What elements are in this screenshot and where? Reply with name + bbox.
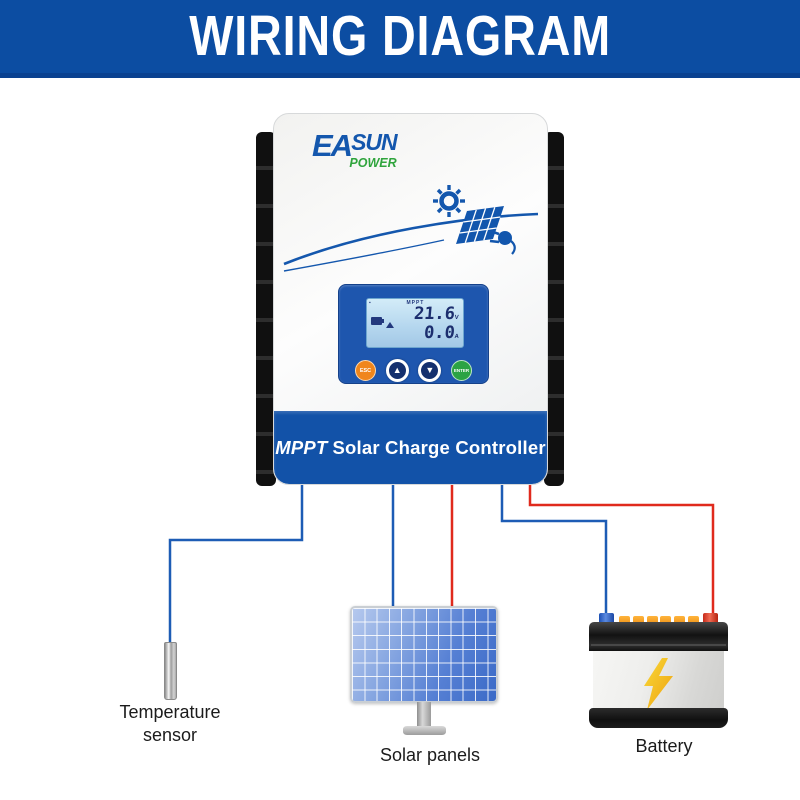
wire-temperature-sensor bbox=[168, 482, 304, 650]
battery-label: Battery bbox=[635, 736, 693, 756]
plug-icon bbox=[489, 229, 516, 255]
brand-logo-main: EA bbox=[312, 128, 353, 163]
banner: WIRING DIAGRAM bbox=[0, 0, 800, 78]
lcd-battery-icon bbox=[371, 317, 384, 325]
battery-cell-caps bbox=[619, 616, 699, 625]
product-name-rest: Solar Charge Controller bbox=[332, 436, 546, 458]
heatsink-right bbox=[544, 132, 564, 486]
solar-panels bbox=[350, 606, 498, 703]
lcd-pv-icon: ▪ bbox=[369, 300, 371, 306]
sun-icon bbox=[433, 185, 465, 217]
button-row: ESC ▲ ▼ ENTER bbox=[355, 359, 472, 382]
swoosh-curves bbox=[283, 212, 539, 272]
lcd-current-value: 0.0A bbox=[423, 323, 459, 343]
display-module: ▪ MPPT 21.6V 0.0A ESC ▲ ▼ ENTER bbox=[338, 284, 489, 384]
controller-front-panel: EASUN POWER bbox=[273, 113, 548, 485]
lcd-cursor-icon bbox=[386, 322, 394, 328]
wire-battery-positive bbox=[528, 482, 715, 625]
battery bbox=[589, 612, 728, 728]
temperature-sensor-label: Temperature sensor bbox=[119, 702, 221, 745]
enter-button: ENTER bbox=[450, 360, 472, 381]
solar-panel-base bbox=[403, 726, 446, 735]
page-title: WIRING DIAGRAM bbox=[189, 4, 611, 68]
brand-logo: EASUN POWER bbox=[312, 128, 398, 170]
solar-panels-label: Solar panels bbox=[379, 745, 481, 765]
product-name-bold: MPPT bbox=[275, 436, 328, 458]
wire-battery-negative bbox=[500, 482, 608, 625]
down-button: ▼ bbox=[418, 359, 442, 382]
esc-button: ESC bbox=[355, 360, 376, 381]
battery-top-cover bbox=[589, 622, 728, 651]
lcd-screen: ▪ MPPT 21.6V 0.0A bbox=[366, 298, 464, 348]
heatsink-left bbox=[256, 132, 276, 486]
battery-bottom-band bbox=[589, 708, 728, 728]
solar-panel-icon bbox=[456, 206, 504, 244]
solar-panel-pole bbox=[417, 702, 431, 729]
lightning-bolt-icon bbox=[644, 658, 673, 710]
brand-logo-sub: POWER bbox=[349, 155, 397, 170]
charge-controller: EASUN POWER bbox=[250, 108, 570, 490]
up-button: ▲ bbox=[385, 359, 409, 382]
lcd-mode-label: MPPT bbox=[406, 300, 425, 306]
lcd-voltage-value: 21.6V bbox=[413, 304, 459, 324]
temperature-sensor bbox=[164, 642, 177, 700]
